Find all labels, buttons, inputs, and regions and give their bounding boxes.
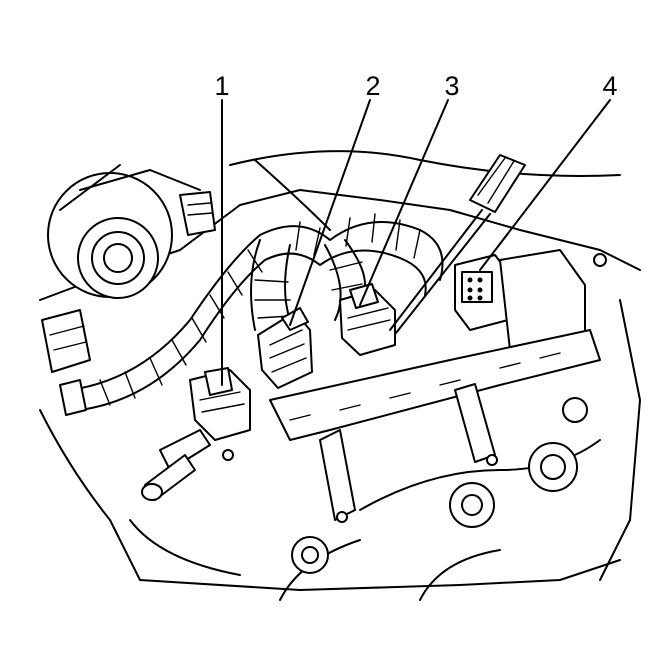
callout-1-label: 1 bbox=[214, 71, 229, 101]
callout-4-label: 4 bbox=[602, 71, 617, 101]
callout-2-label: 2 bbox=[365, 71, 380, 101]
transmission-housing bbox=[39, 150, 641, 601]
connector-4 bbox=[454, 249, 586, 351]
connector-3 bbox=[339, 283, 396, 356]
connector-1 bbox=[141, 367, 251, 501]
speed-sensor bbox=[47, 164, 216, 299]
connector-2 bbox=[257, 307, 313, 389]
connector-bracket bbox=[222, 329, 601, 523]
screwdriver bbox=[389, 154, 526, 334]
callout-leaders bbox=[221, 99, 611, 386]
callout-3-label: 3 bbox=[444, 71, 459, 101]
